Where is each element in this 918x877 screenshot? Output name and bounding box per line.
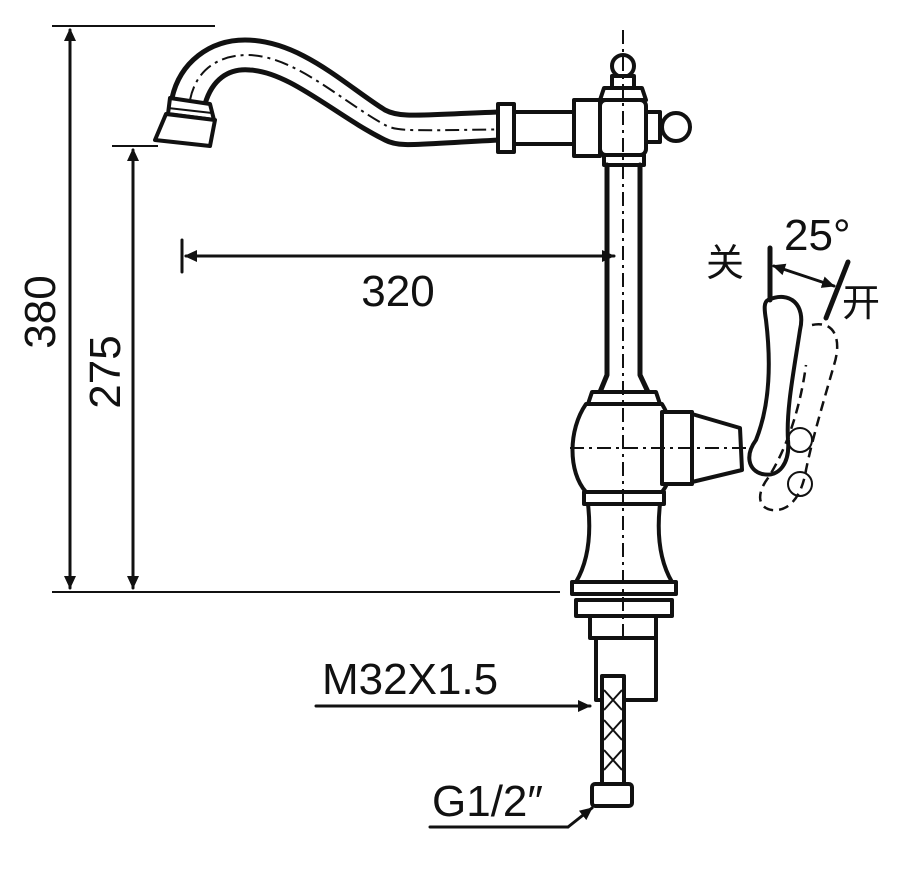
inlet-label: G1/2″ [432, 777, 543, 826]
lever-handle [747, 245, 851, 512]
handle-open-label: 开 [842, 281, 880, 325]
dimension-380-label: 380 [16, 275, 65, 348]
dimension-380: 380 [16, 28, 76, 590]
inlet-callout: G1/2″ [428, 777, 594, 829]
dimension-320: 320 [180, 238, 616, 316]
dimension-275: 275 [81, 148, 139, 590]
thread-callout: M32X1.5 [314, 655, 592, 712]
faucet-body [570, 30, 760, 640]
extension-lines [52, 25, 560, 593]
handle-angle-annotation: 25° 关 开 [706, 211, 880, 325]
dimension-320-label: 320 [361, 267, 434, 316]
faucet-top-cap [598, 53, 692, 167]
dimension-275-label: 275 [81, 335, 130, 408]
faucet-spout [153, 37, 602, 158]
supply-hose [590, 636, 658, 808]
handle-closed-label: 关 [706, 241, 744, 285]
thread-label: M32X1.5 [322, 655, 498, 704]
handle-angle-label: 25° [784, 211, 851, 260]
